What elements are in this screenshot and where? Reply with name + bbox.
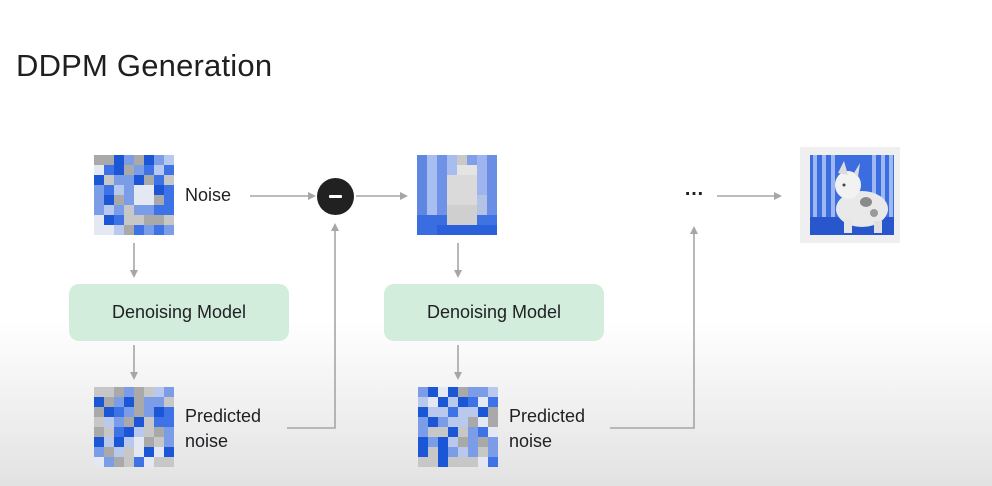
page-title: DDPM Generation bbox=[16, 48, 273, 83]
partially-denoised-image bbox=[417, 155, 497, 235]
noise-image bbox=[94, 155, 174, 235]
arrow-predicted-1-to-minus bbox=[287, 223, 339, 429]
arrow-predicted-2-to-next bbox=[610, 226, 698, 429]
denoising-model-1: Denoising Model bbox=[69, 284, 289, 341]
predicted-noise-label-2: Predicted noise bbox=[509, 406, 586, 451]
predicted-noise-image-1 bbox=[94, 387, 174, 467]
continuation-ellipsis: … bbox=[684, 178, 705, 200]
predicted-noise-image-2 bbox=[418, 387, 498, 467]
denoising-model-2: Denoising Model bbox=[384, 284, 604, 341]
noise-label: Noise bbox=[185, 185, 232, 205]
final-generated-image bbox=[800, 147, 900, 243]
minus-circle-icon bbox=[317, 178, 354, 215]
predicted-noise-label-1: Predicted noise bbox=[185, 406, 262, 451]
